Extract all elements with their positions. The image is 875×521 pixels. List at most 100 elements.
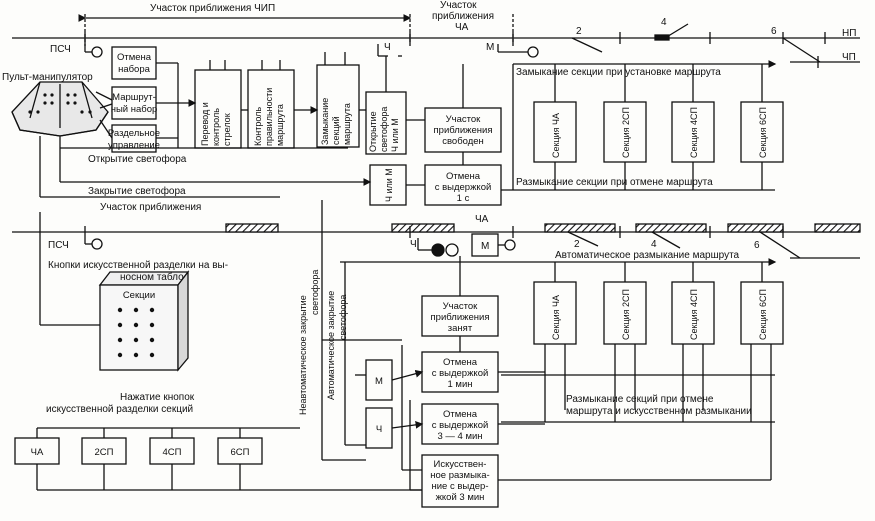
svg-text:ный набор: ный набор — [111, 104, 158, 115]
label-chp: ЧП — [842, 52, 856, 63]
svg-text:Ч или М: Ч или М — [390, 118, 400, 152]
svg-text:контроль: контроль — [211, 108, 221, 146]
label-buttons-panel: Кнопки искусственной разделки на вы- — [48, 260, 228, 271]
svg-text:жкой 3 мин: жкой 3 мин — [436, 492, 485, 503]
ch-signal-bottom — [445, 243, 459, 257]
bottom-insulation-joints — [84, 226, 784, 238]
label-m-bottom: М — [481, 241, 489, 252]
box-lock-sections — [316, 64, 360, 148]
label-ch-top: Ч — [384, 42, 391, 53]
svg-text:набора: набора — [118, 64, 151, 75]
svg-text:3 — 4 мин: 3 — 4 мин — [437, 431, 482, 442]
svg-text:Перевод и: Перевод и — [200, 102, 210, 146]
svg-text:светофора: светофора — [379, 107, 389, 152]
switch-2-top — [571, 37, 603, 53]
label-cha-bottom: ЧА — [475, 214, 489, 225]
m-signal-top — [527, 46, 539, 58]
label-2-top: 2 — [576, 26, 582, 37]
svg-text:2СП: 2СП — [95, 447, 114, 458]
svg-text:искусственной разделки секций: искусственной разделки секций — [46, 404, 193, 415]
label-approach-area: Участок приближения — [100, 201, 201, 213]
label-approach-chip: Участок приближения ЧИП — [150, 2, 275, 14]
svg-text:Ч: Ч — [376, 424, 382, 435]
ch-signal-bottom-closed — [431, 243, 445, 257]
svg-text:носном табло: носном табло — [120, 271, 184, 283]
svg-text:Секция ЧА: Секция ЧА — [551, 295, 561, 340]
svg-text:Маршрут-: Маршрут- — [112, 92, 156, 103]
svg-text:Замыкание: Замыкание — [320, 98, 330, 145]
svg-text:Отмена: Отмена — [117, 52, 152, 63]
svg-text:маршрута: маршрута — [275, 104, 285, 146]
sections-panel — [98, 270, 190, 372]
svg-text:1 с: 1 с — [457, 193, 470, 204]
svg-text:стрелок: стрелок — [222, 113, 232, 146]
label-sections: Секции — [123, 290, 155, 301]
label-auto-close: Автоматическое закрытие — [326, 291, 336, 400]
label-lock-text: Замыкание секции при установке маршрута — [516, 67, 721, 78]
box-artificial-unlock — [421, 454, 499, 508]
label-close-signal: Закрытие светофора — [88, 185, 186, 197]
svg-text:правильности: правильности — [264, 88, 274, 146]
svg-text:Искусствен-: Искусствен- — [434, 459, 487, 470]
svg-text:2: 2 — [574, 239, 580, 250]
occupied-block-3 — [544, 223, 616, 233]
top-insulation-joints — [84, 32, 826, 44]
svg-text:М: М — [375, 376, 383, 387]
label-approach-cha-2: приближения — [432, 10, 494, 22]
label-open-signal: Открытие светофора — [88, 153, 187, 165]
label-approach-cha-1: Участок — [440, 0, 477, 11]
svg-text:Секция 2СП: Секция 2СП — [621, 107, 631, 158]
svg-text:4: 4 — [651, 239, 657, 250]
svg-text:ние с выдер-: ние с выдер- — [431, 481, 488, 492]
occupied-block-5 — [727, 223, 784, 233]
svg-text:Секция 4СП: Секция 4СП — [689, 107, 699, 158]
svg-text:ЧА: ЧА — [31, 447, 44, 458]
label-unlock-bottom: Размыкание секций при отмене — [566, 394, 714, 405]
label-psch-bottom: ПСЧ — [48, 240, 69, 251]
svg-text:маршрута и искусственном размы: маршрута и искусственном размыкании — [566, 406, 752, 417]
label-ch-bottom: Ч — [410, 239, 417, 250]
label-unlock-text: Размыкание секции при отмене маршрута — [516, 177, 713, 188]
svg-text:Контроль: Контроль — [253, 107, 263, 146]
label-approach-cha-3: ЧА — [455, 22, 469, 33]
sections-panel-dots — [117, 307, 155, 358]
svg-text:свободен: свободен — [442, 136, 484, 147]
svg-text:Отмена: Отмена — [446, 171, 481, 182]
svg-text:Отмена: Отмена — [443, 409, 478, 420]
label-auto-unlock: Автоматическое размыкание маршрута — [555, 250, 740, 261]
svg-text:Отмена: Отмена — [443, 357, 478, 368]
occupied-block-2 — [391, 223, 455, 233]
svg-text:управление: управление — [108, 140, 160, 151]
svg-text:секций: секций — [331, 116, 341, 145]
psch-signal-top — [91, 46, 103, 58]
svg-text:ное размыка-: ное размыка- — [430, 470, 489, 481]
svg-text:светофора: светофора — [338, 295, 348, 340]
svg-text:1 мин: 1 мин — [447, 379, 472, 390]
label-console: Пульт-манипулятор — [2, 72, 93, 83]
svg-text:с выдержкой: с выдержкой — [435, 182, 492, 193]
label-m-top: М — [486, 42, 494, 53]
svg-text:Участок: Участок — [443, 301, 479, 312]
svg-text:4СП: 4СП — [163, 447, 182, 458]
svg-text:с выдержкой: с выдержкой — [432, 368, 489, 379]
svg-text:маршрута: маршрута — [342, 103, 352, 145]
svg-text:Ч или М: Ч или М — [384, 168, 394, 202]
occupied-block-1 — [225, 223, 279, 233]
label-4-top: 4 — [661, 17, 667, 28]
occupied-block-4 — [635, 223, 707, 233]
svg-text:Участок: Участок — [446, 114, 482, 125]
label-psch-top: ПСЧ — [50, 44, 71, 55]
psch-signal-bottom — [91, 238, 103, 250]
svg-text:приближения: приближения — [431, 312, 490, 323]
svg-text:Секция 6СП: Секция 6СП — [758, 289, 768, 340]
svg-text:занят: занят — [448, 323, 473, 334]
occupied-block-6 — [814, 223, 861, 233]
svg-text:Секция 2СП: Секция 2СП — [621, 289, 631, 340]
svg-text:6СП: 6СП — [231, 447, 250, 458]
svg-text:Секция 4СП: Секция 4СП — [689, 289, 699, 340]
svg-text:Открытие: Открытие — [368, 111, 378, 152]
label-press-buttons: Нажатие кнопок — [120, 392, 195, 403]
svg-text:приближения: приближения — [434, 125, 493, 136]
